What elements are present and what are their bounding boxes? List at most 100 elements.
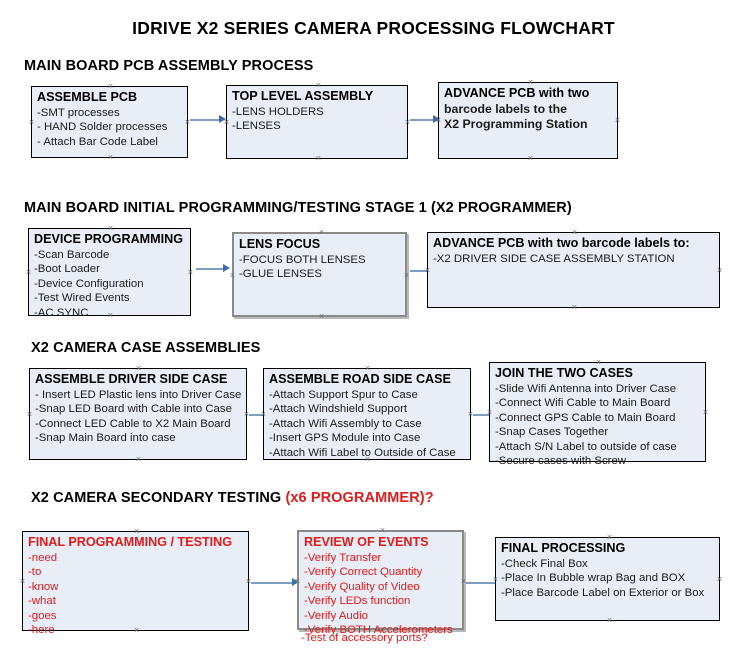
box-line: -LENSES [232, 120, 281, 133]
box-heading: ASSEMBLE ROAD SIDE CASE [269, 372, 451, 386]
connector-handle-top[interactable] [595, 359, 602, 366]
box-heading: ASSEMBLE PCB [37, 90, 138, 104]
box-content: FINAL PROCESSING -Check Final Box -Place… [501, 541, 717, 600]
box-assemble-pcb[interactable]: ASSEMBLE PCB -SMT processes - HAND Solde… [31, 86, 188, 158]
box-line: -Secure cases with Screw [495, 455, 627, 468]
box-assemble-driver-side-case[interactable]: ASSEMBLE DRIVER SIDE CASE - Insert LED P… [29, 368, 247, 460]
section-title-text: X2 CAMERA CASE ASSEMBLIES [31, 340, 261, 356]
box-line: -Slide Wifi Antenna into Driver Case [495, 382, 677, 395]
box-content: ADVANCE PCB with two barcode labels to: … [433, 236, 717, 266]
connector-handle-right[interactable] [702, 409, 709, 416]
connector-handle-top[interactable] [527, 79, 534, 86]
connector-handle-top[interactable] [364, 365, 371, 372]
connector-handle-top[interactable] [133, 528, 140, 535]
connector-handle-top[interactable] [571, 229, 578, 236]
connector-handle-left[interactable] [486, 409, 493, 416]
connector-handle-left[interactable] [229, 272, 236, 279]
connector-handle-bottom[interactable] [364, 456, 371, 463]
box-line: -Boot Loader [34, 263, 100, 276]
box-line: -Attach Support Spur to Case [269, 388, 418, 401]
connector-handle-bottom[interactable] [135, 456, 142, 463]
arrow-shaft [466, 582, 503, 584]
connector-handle-bottom[interactable] [571, 304, 578, 311]
connector-handle-top[interactable] [135, 365, 142, 372]
connector-handle-right[interactable] [716, 576, 723, 583]
box-heading: TOP LEVEL ASSEMBLY [232, 89, 374, 103]
section-title-main-board-initial-programming: MAIN BOARD INITIAL PROGRAMMING/TESTING S… [24, 200, 572, 216]
box-line: -Snap Main Board into case [35, 432, 176, 445]
connector-handle-left[interactable] [25, 269, 32, 276]
box-line: -Place Barcode Label on Exterior or Box [501, 586, 705, 599]
box-advance-pcb-to-driver-side-case-assembly[interactable]: ADVANCE PCB with two barcode labels to: … [427, 232, 720, 308]
box-heading: FINAL PROCESSING [501, 541, 626, 555]
box-content: ADVANCE PCB with two barcode labels to t… [444, 86, 615, 133]
box-line: -Scan Barcode [34, 248, 110, 261]
arrow-assemble-pcb-to-top-level [190, 115, 226, 124]
box-line: -Attach S/N Label to outside of case [495, 440, 677, 453]
connector-handle-top[interactable] [606, 534, 613, 541]
box-line: X2 Programming Station [444, 117, 588, 132]
box-content: ASSEMBLE ROAD SIDE CASE -Attach Support … [269, 372, 468, 460]
box-content: LENS FOCUS -FOCUS BOTH LENSES -GLUE LENS… [239, 237, 403, 282]
box-heading: ADVANCE PCB with two [444, 86, 590, 100]
box-line: -here [28, 624, 55, 637]
box-content: ASSEMBLE PCB -SMT processes - HAND Solde… [37, 90, 185, 149]
connector-handle-left[interactable] [19, 578, 26, 585]
box-line: -need [28, 551, 58, 564]
connector-handle-left[interactable] [492, 576, 499, 583]
box-top-level-assembly[interactable]: TOP LEVEL ASSEMBLY -LENS HOLDERS -LENSES [226, 85, 408, 159]
section-title-x2-camera-secondary-testing: X2 CAMERA SECONDARY TESTING (x6 PROGRAMM… [31, 490, 434, 506]
box-assemble-road-side-case[interactable]: ASSEMBLE ROAD SIDE CASE -Attach Support … [263, 368, 471, 460]
connector-handle-left[interactable] [260, 411, 267, 418]
arrow-shaft [251, 582, 292, 584]
connector-handle-left[interactable] [435, 117, 442, 124]
box-heading: ASSEMBLE DRIVER SIDE CASE [35, 372, 228, 386]
connector-handle-top[interactable] [107, 225, 114, 232]
connector-handle-bottom[interactable] [527, 155, 534, 162]
connector-handle-right[interactable] [716, 267, 723, 274]
connector-handle-bottom[interactable] [107, 312, 114, 319]
connector-handle-bottom[interactable] [315, 155, 322, 162]
connector-handle-bottom[interactable] [318, 313, 325, 320]
connector-handle-bottom[interactable] [107, 154, 114, 161]
arrow-shaft [410, 119, 433, 121]
connector-handle-top[interactable] [379, 527, 386, 534]
box-content: REVIEW OF EVENTS -Verify Transfer -Verif… [304, 535, 460, 638]
arrow-device-programming-to-lens-focus [196, 264, 230, 273]
box-content: FINAL PROGRAMMING / TESTING -need -to -k… [28, 535, 246, 638]
box-line: -Verify Quality of Video [304, 580, 420, 593]
box-heading: LENS FOCUS [239, 237, 321, 251]
connector-handle-left[interactable] [424, 267, 431, 274]
connector-handle-left[interactable] [223, 119, 230, 126]
box-line: -Device Configuration [34, 277, 144, 290]
connector-handle-right[interactable] [187, 269, 194, 276]
connector-handle-bottom[interactable] [606, 617, 613, 624]
arrow-final-programming-to-review-of-events [251, 578, 299, 587]
connector-handle-top[interactable] [107, 83, 114, 90]
connector-handle-top[interactable] [318, 229, 325, 236]
box-content: ASSEMBLE DRIVER SIDE CASE - Insert LED P… [35, 372, 244, 446]
connector-handle-bottom[interactable] [595, 458, 602, 465]
box-lens-focus[interactable]: LENS FOCUS -FOCUS BOTH LENSES -GLUE LENS… [232, 232, 407, 317]
connector-handle-left[interactable] [26, 411, 33, 418]
arrow-shaft [473, 414, 491, 416]
box-line: -Verify Audio [304, 609, 368, 622]
connector-handle-right[interactable] [403, 272, 410, 279]
box-review-of-events[interactable]: REVIEW OF EVENTS -Verify Transfer -Verif… [294, 527, 464, 636]
box-join-the-two-cases[interactable]: JOIN THE TWO CASES -Slide Wifi Antenna i… [486, 359, 709, 467]
box-overflow-line-review-of-events: -Test of accessory ports? [301, 632, 428, 644]
page-title: IDRIVE X2 SERIES CAMERA PROCESSING FLOWC… [132, 18, 615, 38]
connector-handle-right[interactable] [614, 117, 621, 124]
box-line: -AC SYNC [34, 306, 89, 319]
connector-handle-left[interactable] [294, 578, 301, 585]
connector-handle-left[interactable] [28, 119, 35, 126]
box-line: -Attach Windshield Support [269, 403, 408, 416]
connector-handle-bottom[interactable] [133, 627, 140, 634]
box-device-programming[interactable]: DEVICE PROGRAMMING -Scan Barcode -Boot L… [25, 225, 194, 319]
box-heading: REVIEW OF EVENTS [304, 535, 429, 549]
box-line: -to [28, 566, 42, 579]
connector-handle-top[interactable] [315, 82, 322, 89]
box-advance-pcb-to-x2-programming-station[interactable]: ADVANCE PCB with two barcode labels to t… [438, 82, 618, 159]
box-final-programming-testing[interactable]: FINAL PROGRAMMING / TESTING -need -to -k… [19, 528, 249, 636]
box-final-processing[interactable]: FINAL PROCESSING -Check Final Box -Place… [495, 537, 720, 621]
